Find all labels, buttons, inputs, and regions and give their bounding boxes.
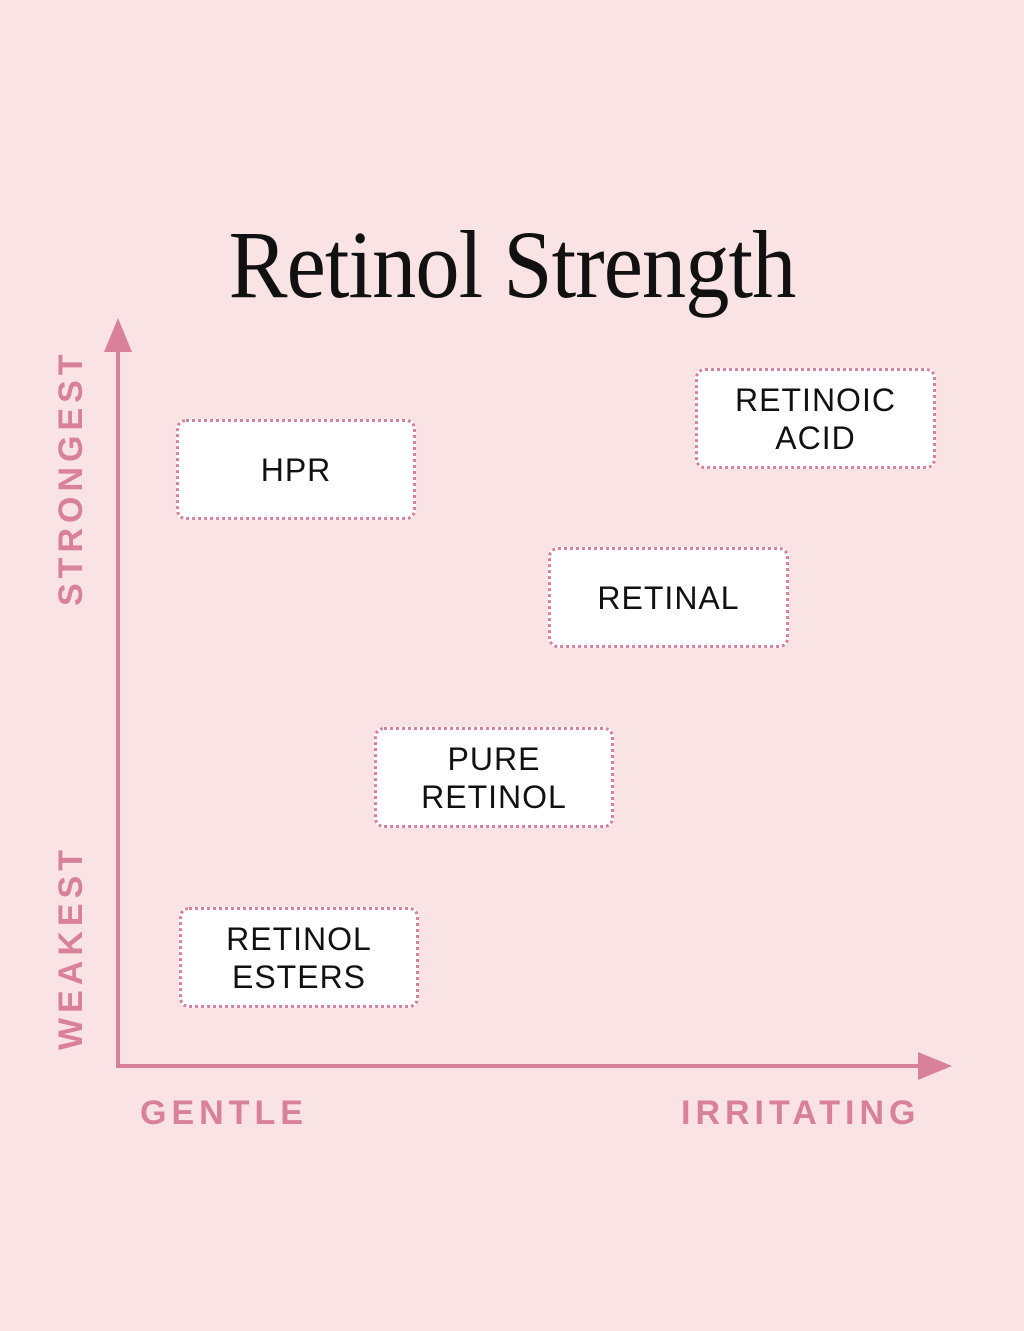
y-axis-label-strongest: STRONGEST — [52, 349, 90, 606]
box-label-line-2: ACID — [775, 419, 856, 456]
box-label-line-2: RETINOL — [421, 778, 567, 815]
box-pure-retinol: PURE RETINOL — [374, 727, 614, 828]
box-retinol-esters: RETINOL ESTERS — [179, 907, 419, 1008]
box-retinal: RETINAL — [548, 547, 789, 648]
box-hpr: HPR — [176, 419, 416, 520]
box-label: RETINAL — [597, 579, 740, 616]
box-label-line-1: RETINOL — [226, 920, 372, 957]
box-label: HPR — [260, 451, 332, 488]
box-retinoic-acid: RETINOIC ACID — [695, 368, 936, 469]
x-axis-label-irritating: IRRITATING — [681, 1094, 921, 1132]
box-label-line-1: PURE — [447, 740, 541, 777]
y-axis-arrow-icon — [104, 318, 132, 352]
x-axis-line — [116, 1064, 926, 1068]
y-axis-label-weakest: WEAKEST — [52, 845, 90, 1050]
page-title: Retinol Strength — [228, 211, 797, 318]
box-label-line-1: RETINOIC — [735, 381, 896, 418]
box-label-line-2: ESTERS — [231, 958, 367, 995]
y-axis-line — [116, 348, 120, 1068]
x-axis-arrow-icon — [918, 1052, 952, 1080]
x-axis-label-gentle: GENTLE — [140, 1094, 308, 1132]
